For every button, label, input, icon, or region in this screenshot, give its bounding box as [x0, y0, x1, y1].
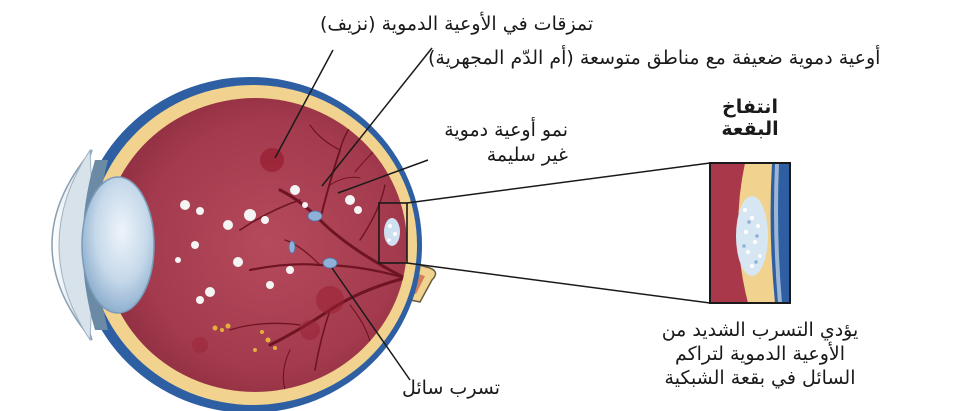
lens: [82, 177, 154, 313]
label-neovascularization-line2: غير سليمة: [428, 143, 568, 168]
label-leak-effect: يؤدي التسرب الشديد من الأوعية الدموية لت…: [630, 318, 890, 390]
label-hemorrhage: تمزقات في الأوعية الدموية (نزيف): [320, 12, 593, 37]
macula-inset: [710, 163, 790, 303]
label-macular-edema-line2: البقعة: [700, 118, 800, 140]
label-leak-effect-line2: الأوعية الدموية لتراكم: [630, 342, 890, 366]
label-leak-effect-line1: يؤدي التسرب الشديد من: [630, 318, 890, 342]
label-microaneurysm: أوعية دموية ضعيفة مع مناطق متوسعة (أم ال…: [428, 46, 880, 71]
label-leak-effect-line3: السائل في بقعة الشبكية: [630, 366, 890, 390]
macula-spot: [384, 218, 400, 246]
label-neovascularization-line1: نمو أوعية دموية: [428, 118, 568, 143]
label-macular-edema: انتفاخ البقعة: [700, 96, 800, 140]
label-macular-edema-line1: انتفاخ: [700, 96, 800, 118]
label-fluid-leak: تسرب سائل: [402, 376, 500, 401]
label-neovascularization: نمو أوعية دموية غير سليمة: [428, 118, 568, 168]
